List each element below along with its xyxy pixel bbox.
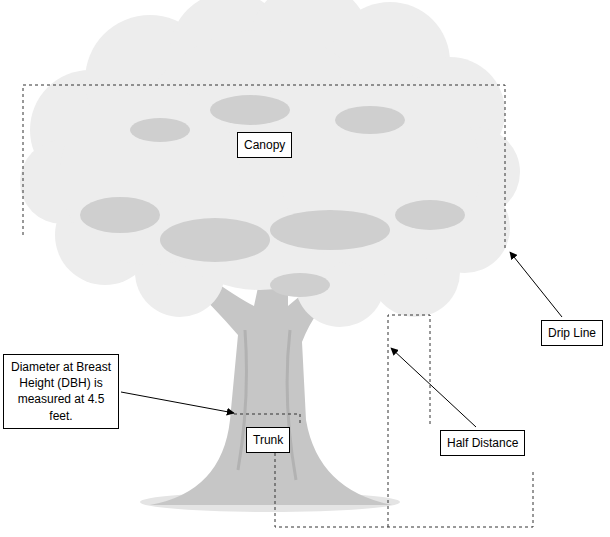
label-text: Drip Line [548,325,596,341]
canopy-shadows [80,95,465,297]
drip-line-label-box: Drip Line [541,320,603,346]
canopy-outline [23,85,505,248]
bark-lines [238,330,296,480]
trunk-label-box: Trunk [246,427,290,453]
half-distance-label-box: Half Distance [440,430,525,456]
shadow [270,273,330,297]
half-distance-line [388,315,430,527]
shadow [130,118,190,142]
leader-arrows [121,252,562,427]
dbh-arrow [121,392,234,413]
drip-line-arrow [510,252,562,317]
label-text: Diameter at Breast Height (DBH) is measu… [10,359,112,424]
shadow [395,200,465,230]
dbh-label-box: Diameter at Breast Height (DBH) is measu… [3,354,119,429]
canopy-label-box: Canopy [237,132,292,158]
shadow [160,218,270,262]
shadow [270,210,390,250]
label-text: Half Distance [447,435,518,451]
label-text: Trunk [253,432,283,448]
shadow [335,106,405,134]
dbh-line [234,414,300,426]
root-zone-line [275,453,533,527]
shadow [80,197,160,233]
dashed-guides [23,85,533,527]
canopy-foliage [20,0,520,327]
label-text: Canopy [244,137,285,153]
shadow [210,95,290,125]
half-distance-arrow [391,348,476,427]
